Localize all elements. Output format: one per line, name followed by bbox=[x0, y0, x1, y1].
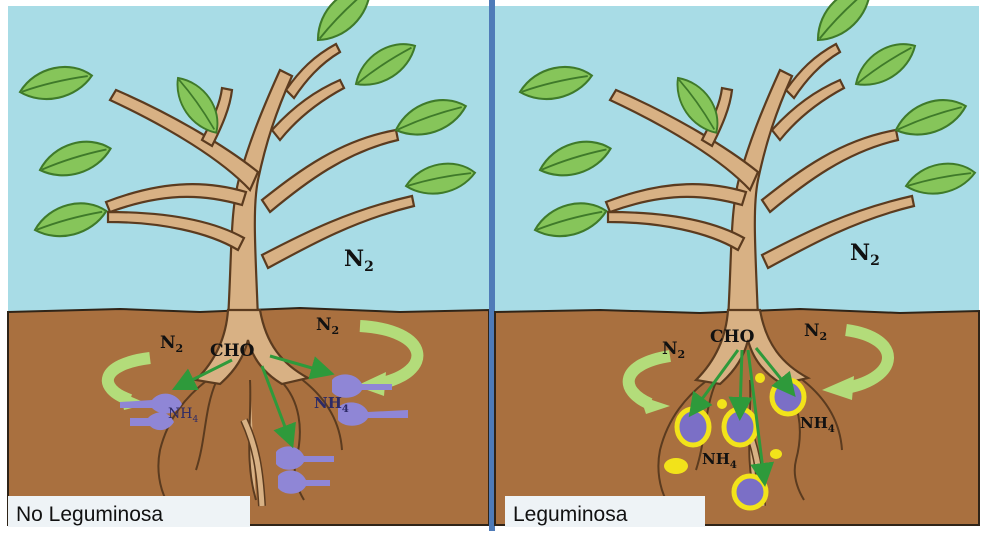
cho-label: CHO bbox=[210, 341, 255, 361]
nodule-dot-icon bbox=[664, 458, 688, 474]
nodule-dot-icon bbox=[770, 449, 782, 459]
nodule-icon bbox=[772, 380, 804, 414]
nodule-dot-icon bbox=[717, 399, 727, 409]
panel-caption: Leguminosa bbox=[513, 503, 628, 526]
nodule-icon bbox=[677, 409, 709, 445]
panel-no-leguminosa: N2 N2 N2 CHO NH4 NH4 No Leguminosa bbox=[8, 0, 489, 527]
nodule-icon bbox=[724, 409, 756, 445]
cho-label: CHO bbox=[710, 327, 755, 347]
nodule-icon bbox=[734, 476, 766, 508]
panel-caption: No Leguminosa bbox=[16, 503, 163, 526]
panel-leguminosa: N2 N2 N2 CHO NH4 NH4 Leguminosa bbox=[495, 0, 979, 527]
nodule-dot-icon bbox=[755, 373, 765, 383]
